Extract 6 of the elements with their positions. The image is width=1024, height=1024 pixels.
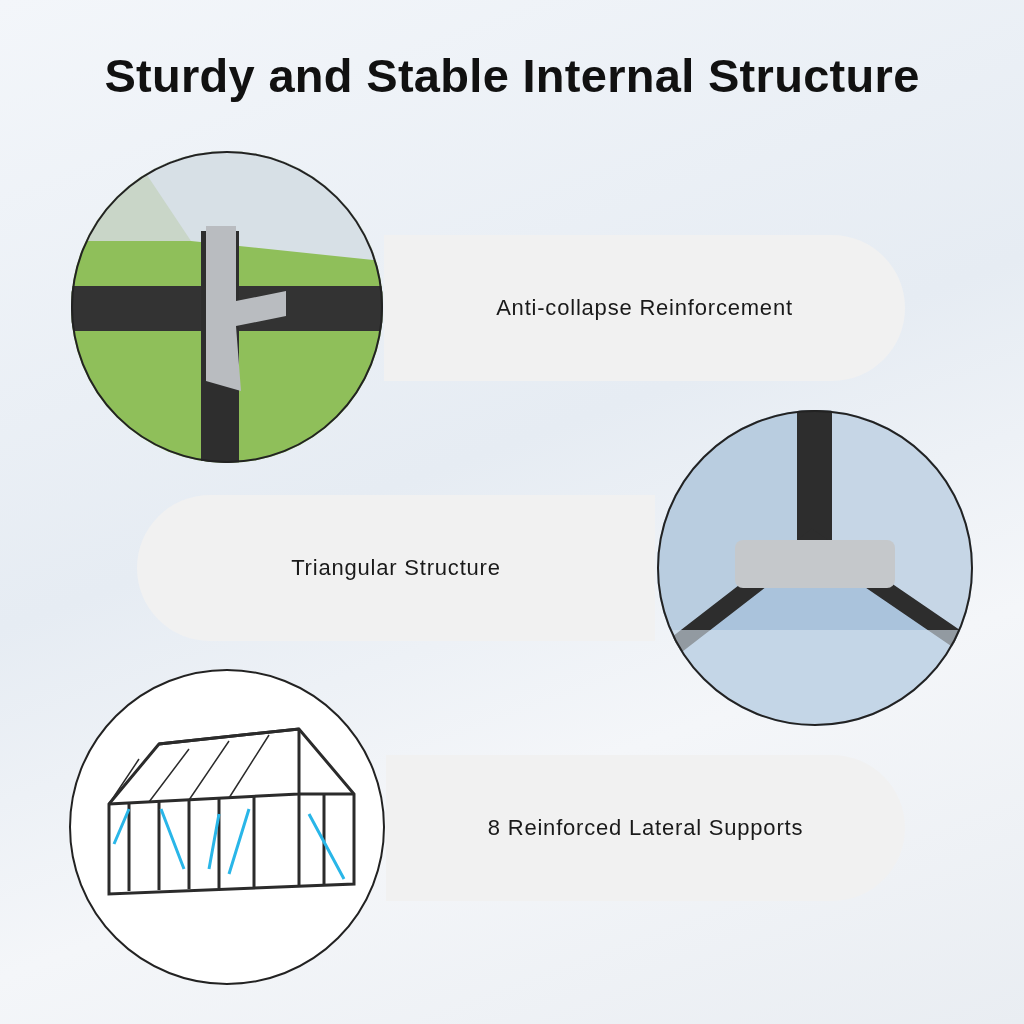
label-band (386, 755, 905, 901)
feature-label: Anti-collapse Reinforcement (496, 295, 793, 321)
label-band (384, 235, 905, 381)
title: Sturdy and Stable Internal Structure (103, 48, 921, 103)
feature-label: 8 Reinforced Lateral Supports (487, 815, 804, 841)
feature-label: Triangular Structure (291, 555, 501, 581)
